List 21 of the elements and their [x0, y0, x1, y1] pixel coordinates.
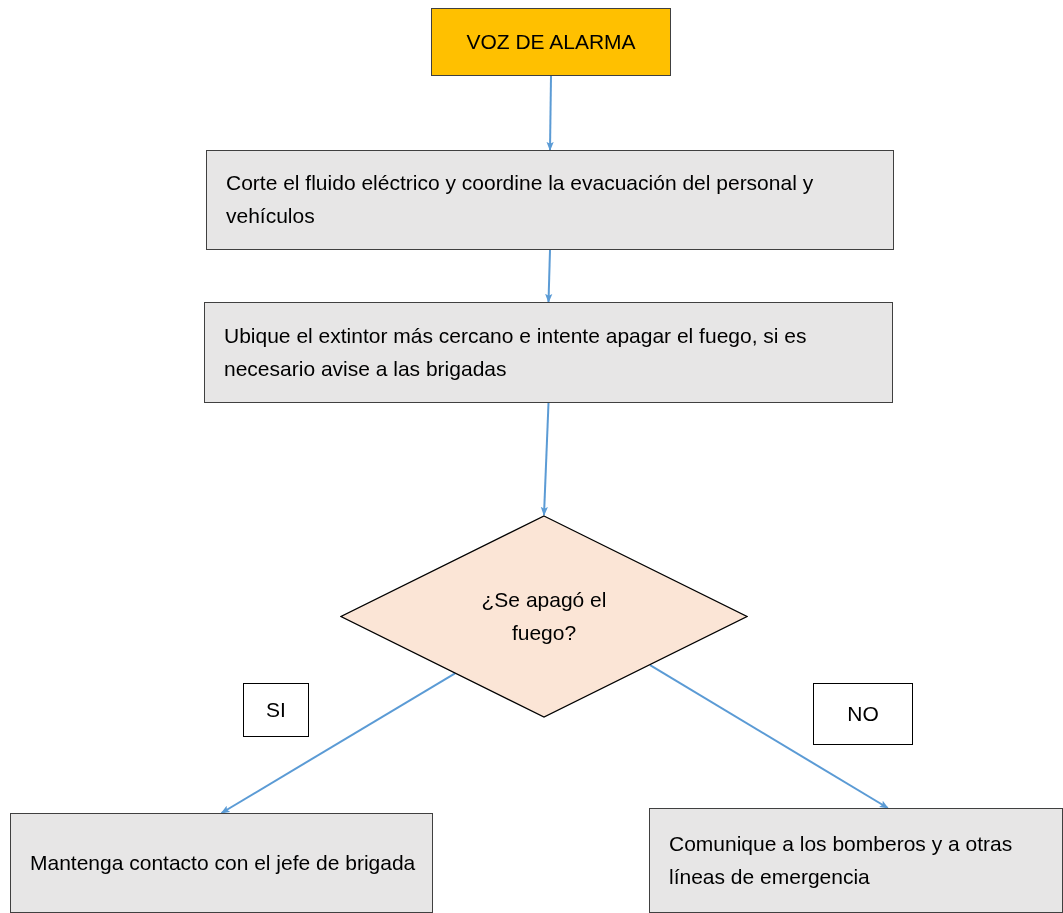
process-box [10, 813, 433, 913]
step-text: Mantenga contacto con el jefe de brigada [30, 849, 416, 876]
step-text: Ubique el extintor más cercano e intente apagar el fuego, si es necesario avise a las brigadas [224, 322, 808, 382]
start-box [431, 8, 671, 76]
arrow [545, 249, 553, 303]
arrow [220, 672, 457, 814]
process-box [649, 808, 1063, 913]
arrow [649, 664, 889, 809]
process-box [206, 150, 894, 250]
answer-box [243, 683, 309, 737]
answer-text: NO [847, 700, 879, 727]
arrow [546, 75, 554, 151]
arrow [540, 402, 550, 516]
answer-box [813, 683, 913, 745]
step-text: Corte el fluido eléctrico y coordine la evacuación del personal y vehículos [226, 170, 815, 229]
question-text: ¿Se apagó el fuego? [480, 586, 608, 646]
decision-diamond [340, 515, 748, 718]
start-text: VOZ DE ALARMA [466, 28, 636, 55]
process-box [204, 302, 893, 403]
answer-text: SI [266, 696, 286, 723]
step-text: Comunique a los bomberos y a otras líneas de emergencia [669, 830, 1014, 890]
